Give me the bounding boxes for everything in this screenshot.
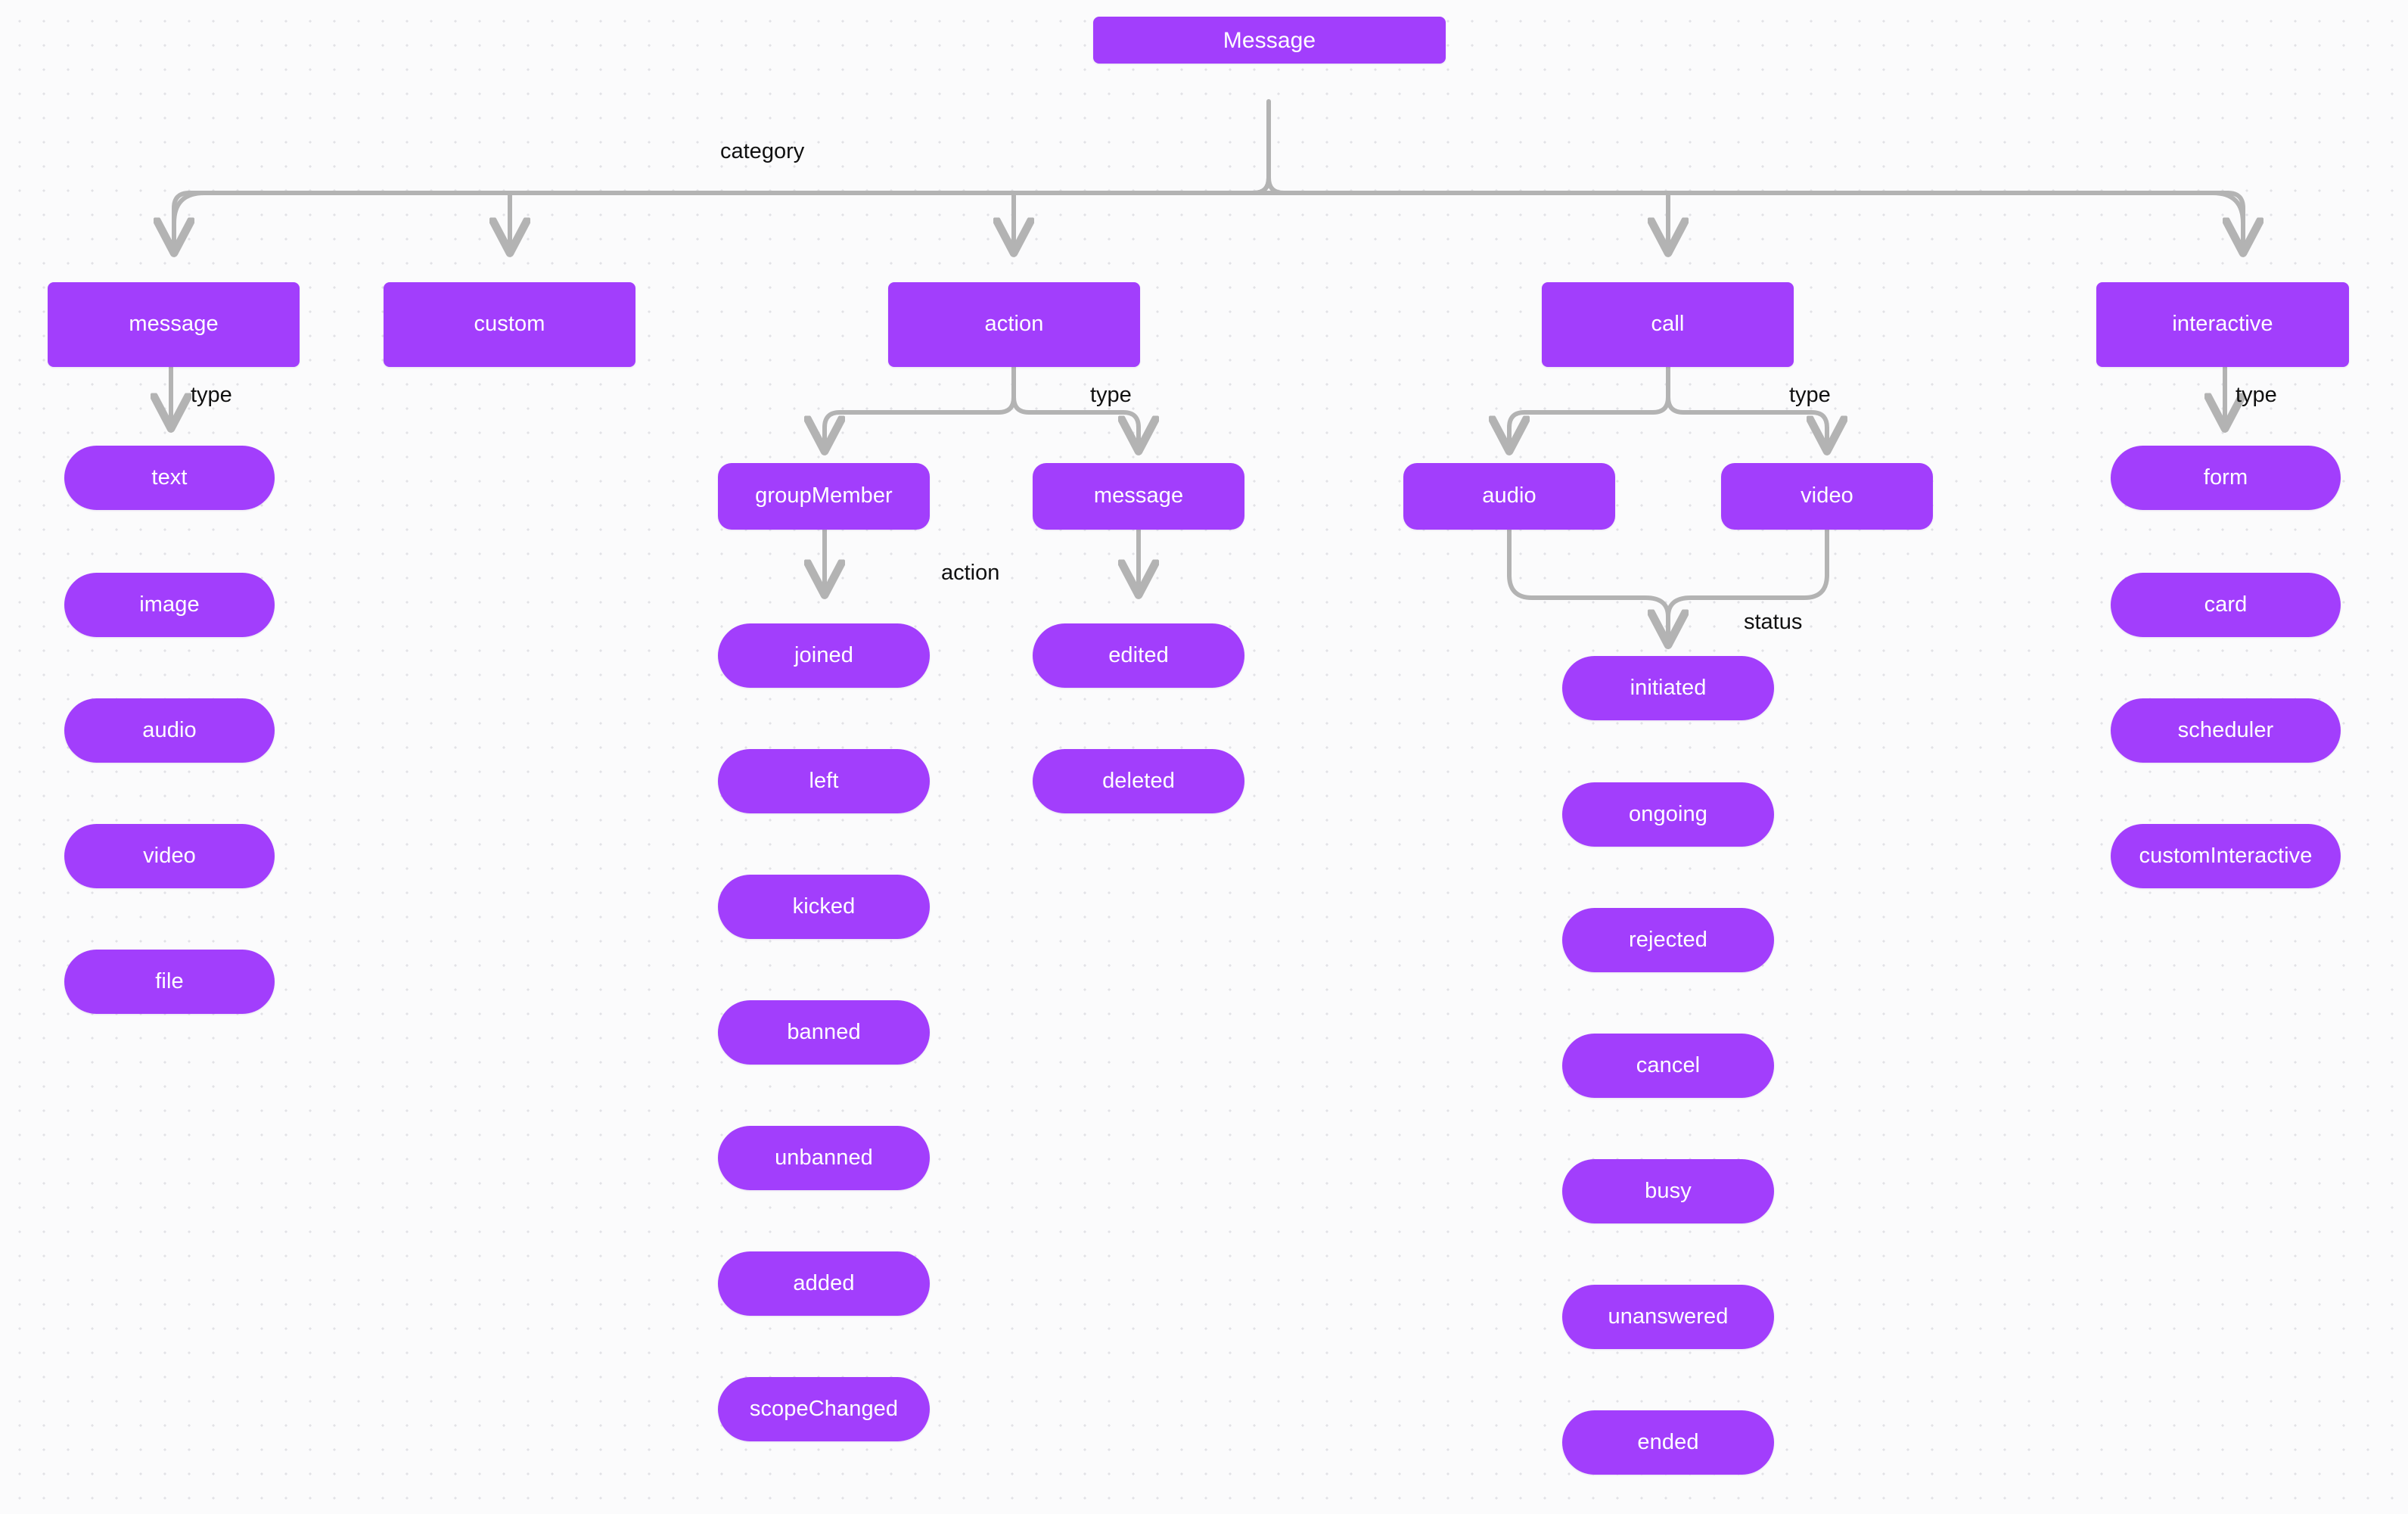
node-call-type-audio[interactable]: audio — [1403, 463, 1615, 530]
node-category-custom[interactable]: custom — [384, 282, 635, 367]
node-groupmember-action-unbanned[interactable]: unbanned — [718, 1126, 930, 1190]
node-call-status-ended[interactable]: ended — [1562, 1410, 1774, 1475]
node-groupmember-action-joined[interactable]: joined — [718, 623, 930, 688]
node-call-status-cancel[interactable]: cancel — [1562, 1034, 1774, 1098]
node-message-type-audio[interactable]: audio — [64, 698, 275, 763]
node-groupmember-action-left[interactable]: left — [718, 749, 930, 813]
edge-bus-to-message — [174, 191, 189, 250]
node-call-status-busy[interactable]: busy — [1562, 1159, 1774, 1223]
node-category-message[interactable]: message — [48, 282, 300, 367]
node-root-message[interactable]: Message — [1093, 17, 1446, 64]
node-call-status-initiated[interactable]: initiated — [1562, 656, 1774, 720]
node-interactive-type-card[interactable]: card — [2111, 573, 2341, 637]
node-message-action-edited[interactable]: edited — [1033, 623, 1244, 688]
edge-corner-interactive — [2211, 191, 2245, 225]
node-call-status-ongoing[interactable]: ongoing — [1562, 782, 1774, 847]
node-message-type-image[interactable]: image — [64, 573, 275, 637]
node-category-call[interactable]: call — [1542, 282, 1794, 367]
node-groupmember-action-kicked[interactable]: kicked — [718, 875, 930, 939]
node-call-status-unanswered[interactable]: unanswered — [1562, 1285, 1774, 1349]
node-interactive-type-custominteractive[interactable]: customInteractive — [2111, 824, 2341, 888]
edge-audio-to-initiated — [1507, 527, 1668, 642]
node-interactive-type-scheduler[interactable]: scheduler — [2111, 698, 2341, 763]
node-category-interactive[interactable]: interactive — [2096, 282, 2349, 367]
node-groupmember-action-added[interactable]: added — [718, 1251, 930, 1316]
edge-label-type-interactive: type — [2236, 383, 2277, 407]
edge-bus-to-interactive — [2228, 191, 2243, 250]
node-message-action-deleted[interactable]: deleted — [1033, 749, 1244, 813]
node-action-type-message[interactable]: message — [1033, 463, 1244, 530]
edge-label-type-action: type — [1090, 383, 1132, 407]
node-interactive-type-form[interactable]: form — [2111, 446, 2341, 510]
node-groupmember-action-banned[interactable]: banned — [718, 1000, 930, 1065]
node-message-type-video[interactable]: video — [64, 824, 275, 888]
node-message-type-file[interactable]: file — [64, 950, 275, 1014]
edge-root-corner-right — [1266, 176, 1286, 195]
node-call-status-rejected[interactable]: rejected — [1562, 908, 1774, 972]
edge-label-type-call: type — [1789, 383, 1831, 407]
node-message-type-text[interactable]: text — [64, 446, 275, 510]
edge-action-to-groupmember — [825, 365, 1016, 448]
node-groupmember-action-scopechanged[interactable]: scopeChanged — [718, 1377, 930, 1441]
node-action-type-groupmember[interactable]: groupMember — [718, 463, 930, 530]
edge-label-type-message: type — [191, 383, 232, 407]
edge-corner-message — [172, 191, 207, 225]
edge-label-action: action — [941, 561, 1000, 585]
edge-label-status: status — [1744, 610, 1803, 634]
node-call-type-video[interactable]: video — [1721, 463, 1933, 530]
edge-root-stem — [1251, 99, 1286, 195]
edge-call-to-audio — [1509, 365, 1670, 448]
edge-label-category: category — [720, 139, 805, 163]
edge-root-corner-left — [1251, 176, 1271, 195]
node-category-action[interactable]: action — [888, 282, 1140, 367]
